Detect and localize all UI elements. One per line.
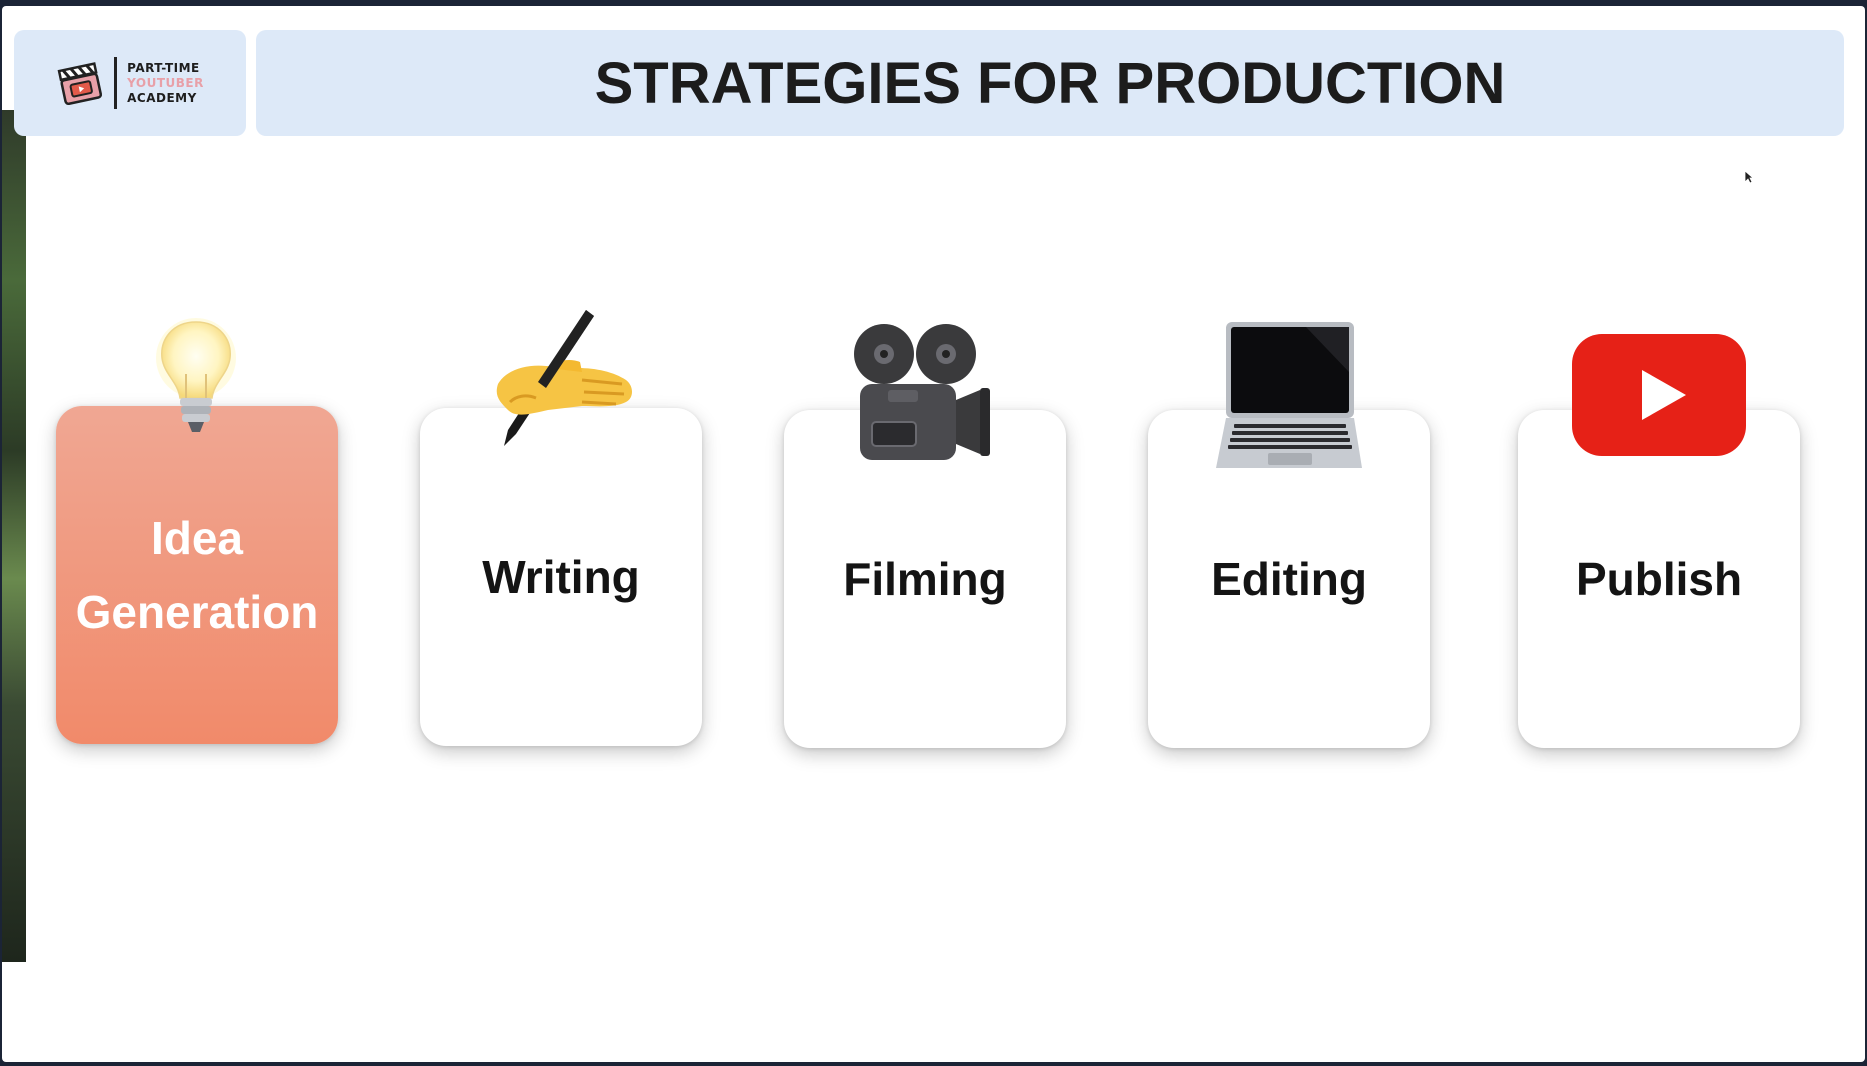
- academy-logo: PART-TIME YOUTUBER ACADEMY: [14, 30, 246, 136]
- youtube-play-icon: [1572, 334, 1746, 456]
- step-label: Publish: [1575, 553, 1743, 605]
- logo-line-1: PART-TIME: [127, 60, 200, 75]
- step-card-publish: Publish: [1518, 410, 1800, 748]
- logo-text: PART-TIME YOUTUBER ACADEMY: [127, 61, 204, 106]
- mouse-cursor-icon: [1744, 170, 1754, 184]
- step-label: Editing: [1211, 553, 1367, 605]
- logo-line-3: ACADEMY: [127, 90, 197, 105]
- webcam-strip: [2, 110, 26, 962]
- step-card-writing: Writing: [420, 408, 702, 746]
- step-card-filming: Filming: [784, 410, 1066, 748]
- clapperboard-icon: [57, 62, 103, 106]
- movie-camera-icon: [854, 324, 990, 460]
- step-label: Idea Generation: [75, 512, 319, 638]
- logo-line-2: YOUTUBER: [127, 75, 204, 90]
- step-label: Writing: [482, 551, 640, 603]
- step-card-idea-generation: Idea Generation: [56, 406, 338, 744]
- slide-title: STRATEGIES FOR PRODUCTION: [594, 50, 1506, 116]
- writing-hand-icon: [496, 310, 632, 446]
- logo-divider: [114, 57, 118, 109]
- laptop-icon: [1216, 322, 1362, 468]
- production-steps: Idea Generation Writing: [2, 6, 1865, 1062]
- lightbulb-icon: [156, 318, 236, 432]
- step-label: Filming: [843, 553, 1007, 605]
- title-bar: STRATEGIES FOR PRODUCTION: [256, 30, 1844, 136]
- slide: PART-TIME YOUTUBER ACADEMY STRATEGIES FO…: [2, 6, 1865, 1062]
